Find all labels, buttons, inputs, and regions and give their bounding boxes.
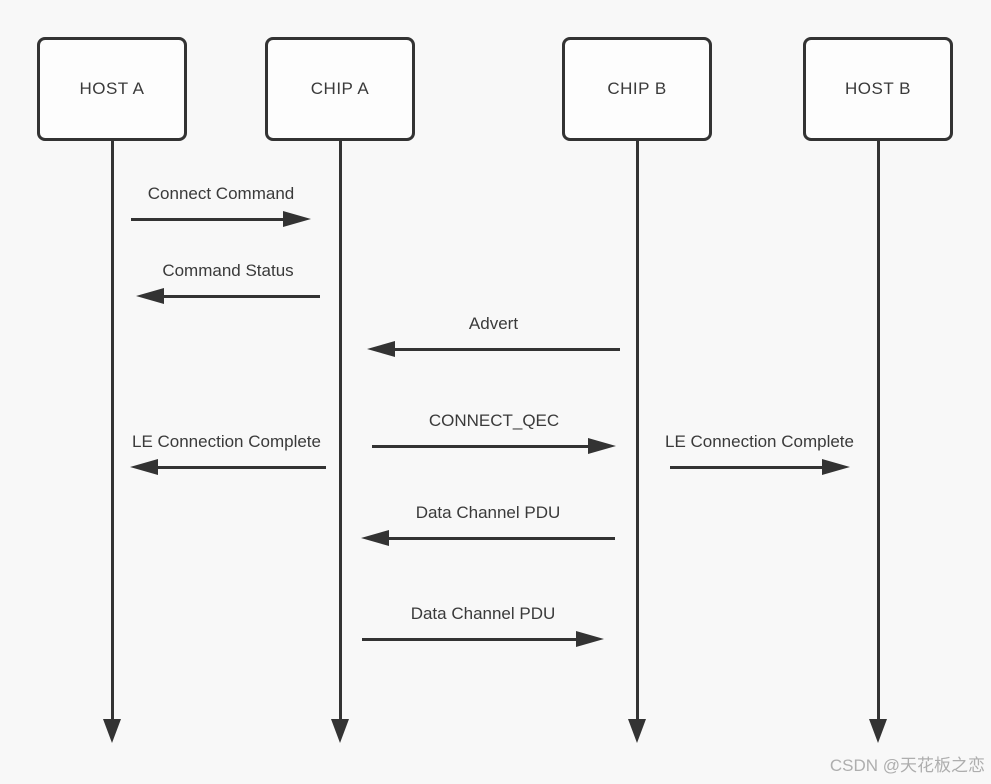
message-label: LE Connection Complete <box>664 432 854 451</box>
participant-box-chip-a: CHIP A <box>265 37 415 141</box>
arrow-shaft <box>154 466 326 469</box>
lifeline-chip-b <box>628 140 646 743</box>
participant-box-chip-b: CHIP B <box>562 37 712 141</box>
message-label: Command Status <box>162 261 294 280</box>
arrow-left-icon <box>130 459 326 475</box>
message-label: CONNECT_QEC <box>428 411 560 430</box>
message-le-connection-complete-right: LE Connection Complete <box>648 431 871 475</box>
arrowhead-right-icon <box>588 438 616 454</box>
arrowhead-down-icon <box>103 719 121 743</box>
message-label: Data Channel PDU <box>410 604 556 623</box>
arrowhead-right-icon <box>283 211 311 227</box>
message-advert: Advert <box>367 313 620 357</box>
participant-label-host-a: HOST A <box>79 79 145 98</box>
watermark: CSDN @天花板之恋 <box>829 756 985 775</box>
message-label: Advert <box>468 314 519 333</box>
message-connect-qec: CONNECT_QEC <box>372 410 616 454</box>
message-label: Data Channel PDU <box>415 503 561 522</box>
arrowhead-left-icon <box>367 341 395 357</box>
arrow-left-icon <box>136 288 320 304</box>
participant-label-chip-b: CHIP B <box>607 79 667 98</box>
arrow-right-icon <box>362 631 604 647</box>
lifeline-host-b <box>869 140 887 743</box>
arrow-left-icon <box>361 530 615 546</box>
arrow-shaft <box>372 445 592 448</box>
message-data-channel-pdu-left: Data Channel PDU <box>361 502 615 546</box>
arrow-right-icon <box>372 438 616 454</box>
arrowhead-down-icon <box>628 719 646 743</box>
message-command-status: Command Status <box>136 260 320 304</box>
arrow-shaft <box>160 295 320 298</box>
message-data-channel-pdu-right: Data Channel PDU <box>362 603 604 647</box>
participant-label-chip-a: CHIP A <box>310 79 370 98</box>
arrowhead-down-icon <box>869 719 887 743</box>
arrow-right-icon <box>131 211 311 227</box>
message-label: Connect Command <box>147 184 295 203</box>
arrow-shaft <box>391 348 620 351</box>
participant-box-host-b: HOST B <box>803 37 953 141</box>
arrowhead-left-icon <box>130 459 158 475</box>
message-label: LE Connection Complete <box>131 432 321 451</box>
participant-box-host-a: HOST A <box>37 37 187 141</box>
message-le-connection-complete-left: LE Connection Complete <box>113 431 340 475</box>
arrowhead-left-icon <box>361 530 389 546</box>
participant-label-host-b: HOST B <box>845 79 911 98</box>
arrowhead-down-icon <box>331 719 349 743</box>
arrow-shaft <box>385 537 615 540</box>
lifeline-host-a <box>103 140 121 743</box>
arrow-shaft <box>131 218 287 221</box>
arrow-shaft <box>362 638 580 641</box>
arrowhead-left-icon <box>136 288 164 304</box>
lifeline-chip-a <box>331 140 349 743</box>
arrow-left-icon <box>367 341 620 357</box>
arrowhead-right-icon <box>576 631 604 647</box>
arrowhead-right-icon <box>822 459 850 475</box>
arrow-right-icon <box>670 459 850 475</box>
message-connect-command: Connect Command <box>131 183 311 227</box>
arrow-shaft <box>670 466 826 469</box>
